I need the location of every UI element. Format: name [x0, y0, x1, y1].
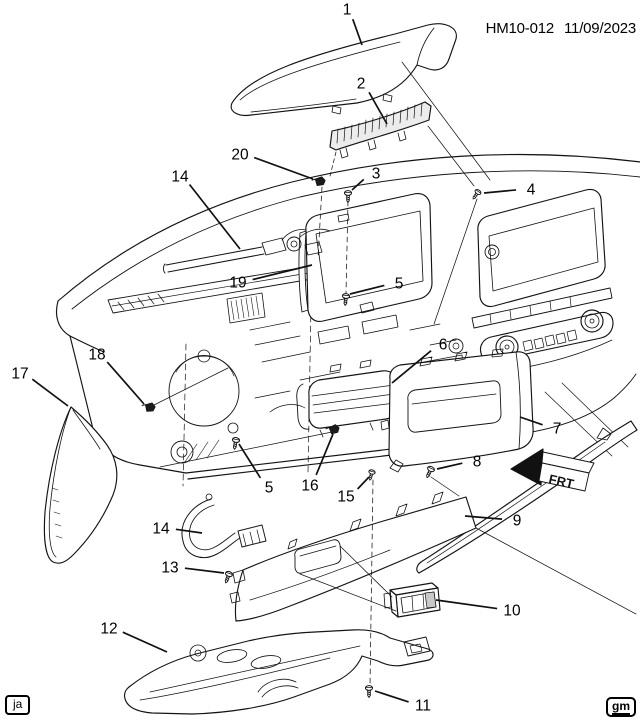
alignment-lines [153, 61, 637, 687]
screw-8 [423, 464, 436, 480]
screw-15 [366, 468, 377, 482]
callout-leader-5 [349, 284, 385, 295]
callout-leader-9 [464, 515, 503, 521]
callout-8[interactable]: 8 [473, 454, 482, 471]
callout-leader-15 [356, 476, 370, 490]
part-14-upper-harness [163, 228, 331, 274]
callout-leader-2 [368, 91, 388, 125]
callout-leader-20 [253, 156, 314, 180]
screw-5-lower [230, 436, 241, 451]
part-1-upper-trim-cover [230, 23, 457, 117]
callout-14[interactable]: 14 [152, 521, 170, 538]
callout-3[interactable]: 3 [372, 166, 381, 183]
callout-15[interactable]: 15 [337, 489, 354, 506]
callout-1[interactable]: 1 [343, 2, 352, 19]
callout-7[interactable]: 7 [553, 421, 562, 438]
part-9-trim-molding [416, 420, 638, 574]
callout-12[interactable]: 12 [100, 621, 117, 638]
callout-leader-3 [351, 178, 365, 191]
gm-logo-text: gm [612, 699, 630, 715]
callout-leader-16 [315, 433, 334, 476]
screw-4 [469, 187, 483, 202]
callout-leader-18 [106, 361, 145, 405]
callout-4[interactable]: 4 [527, 182, 536, 199]
callout-leader-17 [31, 378, 69, 407]
screw-11 [364, 685, 374, 699]
callout-5[interactable]: 5 [265, 480, 274, 497]
callout-leader-19 [252, 264, 313, 281]
callout-20[interactable]: 20 [231, 147, 249, 164]
part-17-side-trim-panel [43, 406, 118, 564]
callout-2[interactable]: 2 [357, 76, 366, 93]
callout-19[interactable]: 19 [229, 275, 246, 292]
callout-leader-6 [391, 350, 432, 384]
callout-leader-14 [175, 528, 203, 534]
callout-18[interactable]: 18 [88, 347, 105, 364]
callout-11[interactable]: 11 [415, 698, 431, 715]
part-14-lower-harness [181, 493, 267, 558]
part-7-glovebox-door [380, 348, 534, 473]
frt-direction-arrow: FRT [510, 448, 595, 492]
part-2-display-bracket [329, 101, 432, 159]
callout-leader-5 [238, 443, 262, 479]
callout-leader-10 [435, 599, 498, 610]
callout-leader-1 [351, 18, 363, 46]
frt-label: FRT [547, 471, 575, 491]
callout-13[interactable]: 13 [161, 560, 178, 577]
part-6-air-vent [296, 359, 398, 438]
callout-leader-4 [483, 189, 517, 194]
callout-leader-7 [519, 416, 543, 426]
callout-leader-11 [374, 690, 409, 703]
callout-6[interactable]: 6 [439, 337, 448, 354]
callout-leader-13 [184, 567, 225, 574]
sheet-tag: ja [5, 695, 31, 715]
figure-code: HM10-012 [485, 20, 555, 37]
callout-leader-12 [122, 631, 168, 653]
sheet-tag-label: ja [13, 697, 23, 711]
callout-leader-14 [188, 183, 241, 250]
callout-5[interactable]: 5 [395, 276, 404, 293]
figure-date: 11/09/2023 [564, 20, 636, 37]
callout-14[interactable]: 14 [171, 169, 189, 186]
gm-logo: gm [606, 697, 636, 717]
callout-leader-8 [436, 462, 463, 470]
cluster-display [471, 188, 613, 329]
part-10-switch [383, 582, 441, 618]
callout-16[interactable]: 16 [301, 478, 318, 495]
callout-9[interactable]: 9 [513, 513, 522, 530]
part-12-insulator-panel [123, 629, 434, 715]
callout-17[interactable]: 17 [11, 366, 28, 383]
page-header: HM10-012 11/09/2023 [470, 3, 637, 54]
callout-10[interactable]: 10 [503, 603, 521, 620]
part-19-center-display [298, 192, 433, 323]
